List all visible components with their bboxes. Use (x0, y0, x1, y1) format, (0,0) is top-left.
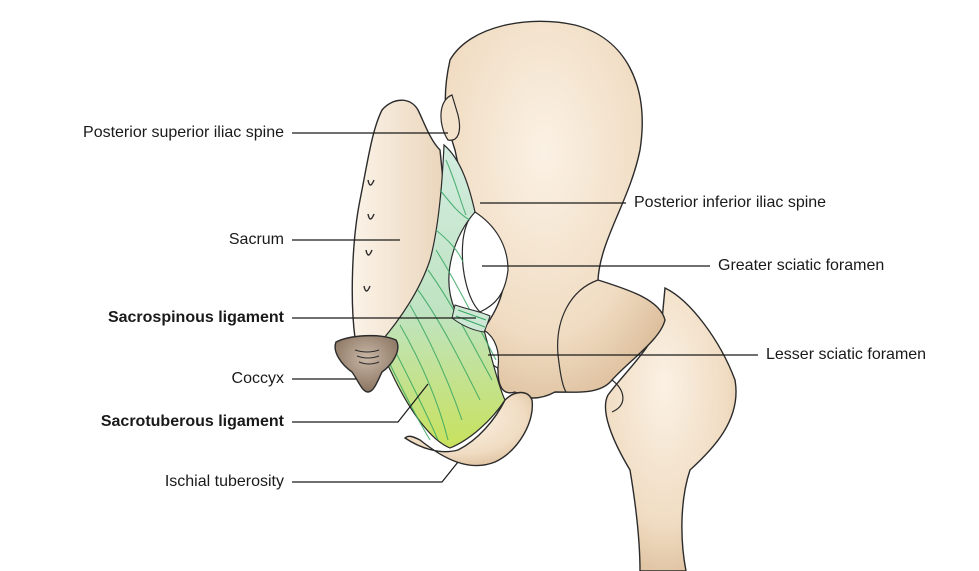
label-sacrotuberous-ligament: Sacrotuberous ligament (0, 412, 284, 432)
leader-ischial (292, 462, 458, 482)
label-lesser-sciatic-foramen: Lesser sciatic foramen (766, 345, 926, 365)
label-sacrospinous-ligament: Sacrospinous ligament (0, 308, 284, 328)
label-coccyx: Coccyx (0, 369, 284, 389)
label-sacrum: Sacrum (0, 230, 284, 250)
label-posterior-inferior-iliac-spine: Posterior inferior iliac spine (634, 193, 826, 213)
label-ischial-tuberosity: Ischial tuberosity (0, 472, 284, 492)
label-posterior-superior-iliac-spine: Posterior superior iliac spine (0, 123, 284, 143)
label-greater-sciatic-foramen: Greater sciatic foramen (718, 256, 884, 276)
